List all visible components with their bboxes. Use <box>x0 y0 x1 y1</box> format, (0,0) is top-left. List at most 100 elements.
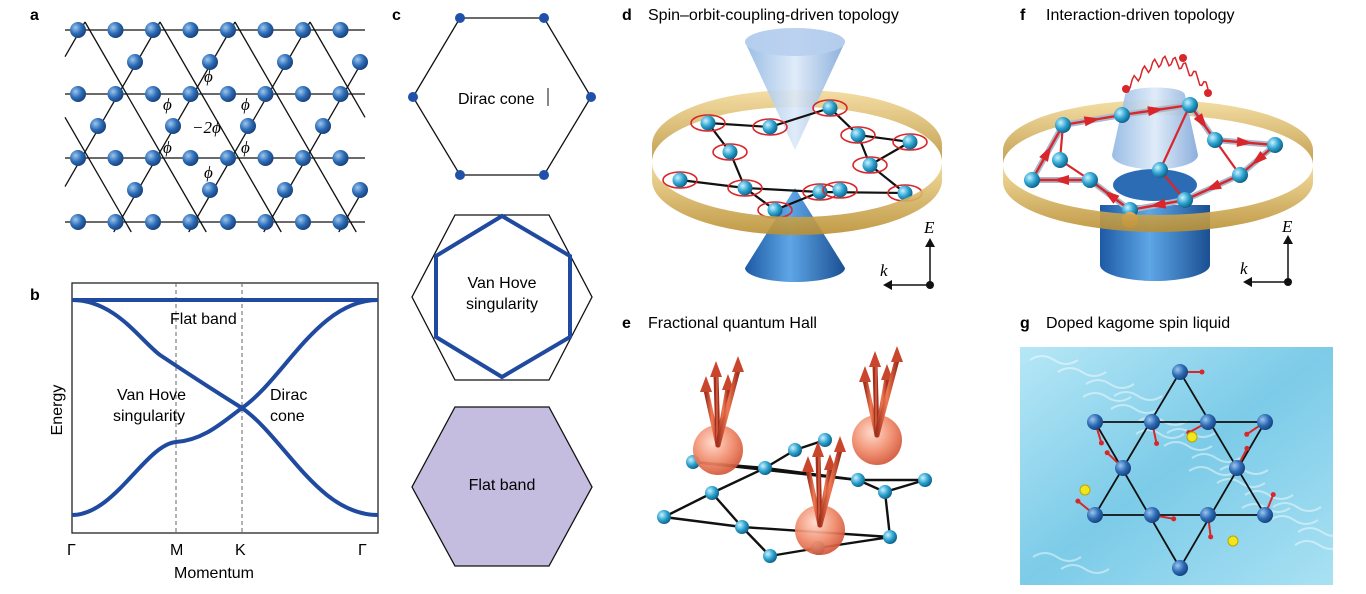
current-arrowhead <box>1053 175 1069 185</box>
atom <box>352 182 368 198</box>
tick-m: M <box>170 542 183 559</box>
spin-site <box>1115 460 1131 476</box>
spin-orbit-loop <box>712 143 748 161</box>
spin-orbit-loop <box>852 156 888 174</box>
flux-arrow-head <box>869 351 881 367</box>
atom <box>1114 107 1130 123</box>
current-arrowhead <box>1193 113 1208 130</box>
current-arrowhead <box>1083 116 1101 127</box>
atom <box>182 86 199 102</box>
atom <box>90 118 106 134</box>
atom <box>1082 172 1098 188</box>
panel-letter-b: b <box>30 287 40 304</box>
panel-title-g: Doped kagome spin liquid <box>1046 315 1230 332</box>
panel-letter-d: d <box>622 7 632 24</box>
atom <box>182 150 199 166</box>
spin-arrow-head <box>1075 498 1081 504</box>
middle-band-curve <box>71 298 379 517</box>
atom <box>832 182 848 198</box>
atom <box>220 22 236 38</box>
atom <box>735 520 749 534</box>
spin-site <box>1087 507 1103 523</box>
atom <box>902 134 918 150</box>
caustic <box>1297 527 1347 537</box>
caustic <box>1085 379 1135 389</box>
caustic <box>1269 515 1319 525</box>
atom <box>70 150 86 166</box>
bond <box>819 190 906 195</box>
atom <box>70 22 86 38</box>
atom <box>1055 117 1071 133</box>
spin-site <box>1200 414 1216 430</box>
atom <box>700 115 716 131</box>
caustic <box>1110 404 1160 414</box>
flux-arrow-head <box>722 374 734 390</box>
axis-origin <box>1284 278 1292 286</box>
vhs-label-line2: singularity <box>466 296 538 313</box>
atom <box>737 180 753 196</box>
lower-band-curve <box>71 298 379 517</box>
bond <box>774 190 821 212</box>
flux-arrow-head <box>700 376 712 392</box>
lower-dirac-cone <box>745 188 845 282</box>
atom <box>763 549 777 563</box>
atom <box>277 54 293 70</box>
caustic <box>1163 441 1213 451</box>
bond <box>309 21 366 118</box>
caustic <box>1216 478 1266 488</box>
bond <box>857 133 911 144</box>
star-of-david-lattice <box>1075 364 1276 576</box>
vhs-label-line1: Van Hove <box>117 387 186 404</box>
flux-label-minus2phi: −2ϕ <box>192 118 221 137</box>
bond <box>679 178 746 190</box>
composite-particles <box>693 346 903 555</box>
current-arrowhead <box>1147 106 1164 117</box>
atom <box>1207 132 1223 148</box>
panel-letter-e: e <box>622 315 631 332</box>
caustic <box>1032 552 1082 562</box>
flux-arrow-head <box>824 454 836 470</box>
caustic <box>1057 367 1107 377</box>
atom <box>1024 172 1040 188</box>
panel-f: f Interaction-driven topology E k <box>1003 7 1313 287</box>
atom <box>788 443 802 457</box>
panel-letter-a: a <box>30 7 39 24</box>
panel-letter-f: f <box>1020 7 1026 24</box>
spin-site <box>1172 560 1188 576</box>
atom <box>220 214 236 230</box>
interaction-lattice <box>1024 97 1283 228</box>
e-axis-arrow <box>925 238 935 247</box>
atom <box>352 54 368 70</box>
atom <box>851 473 865 487</box>
e-axis-label: E <box>1281 217 1293 236</box>
caustic <box>1060 564 1110 574</box>
triangle-up <box>1093 370 1267 516</box>
atom <box>1177 192 1193 208</box>
atom <box>70 214 86 230</box>
atom <box>883 530 897 544</box>
flux-arrow-head <box>812 441 824 457</box>
atom <box>705 486 719 500</box>
spin-orbit-lattice <box>662 99 928 219</box>
spin-orbit-loop <box>727 179 763 197</box>
water-background <box>1020 347 1333 585</box>
atom <box>220 86 236 102</box>
atom <box>332 214 349 230</box>
y-axis-label: Energy <box>49 385 66 436</box>
atom <box>657 510 671 524</box>
atom <box>257 214 274 230</box>
atom <box>332 150 349 166</box>
ring-front <box>652 162 942 235</box>
flux-arrow-shaft <box>817 447 843 528</box>
spin-arrow-head <box>1199 369 1205 375</box>
tick-gamma-left: Γ <box>67 542 76 559</box>
spin-arrow-head <box>1171 516 1177 522</box>
tick-gamma-right: Γ <box>358 542 367 559</box>
atom <box>107 22 124 38</box>
panel-b: b Flat band Van Hove singularity Dirac c… <box>30 282 379 582</box>
interaction-vertex <box>1179 54 1187 62</box>
panel-title-d: Spin–orbit-coupling-driven topology <box>648 7 899 24</box>
bond <box>159 21 282 233</box>
panel-d: d Spin–orbit-coupling-driven topology E … <box>622 7 942 290</box>
chiral-current <box>1159 104 1191 171</box>
